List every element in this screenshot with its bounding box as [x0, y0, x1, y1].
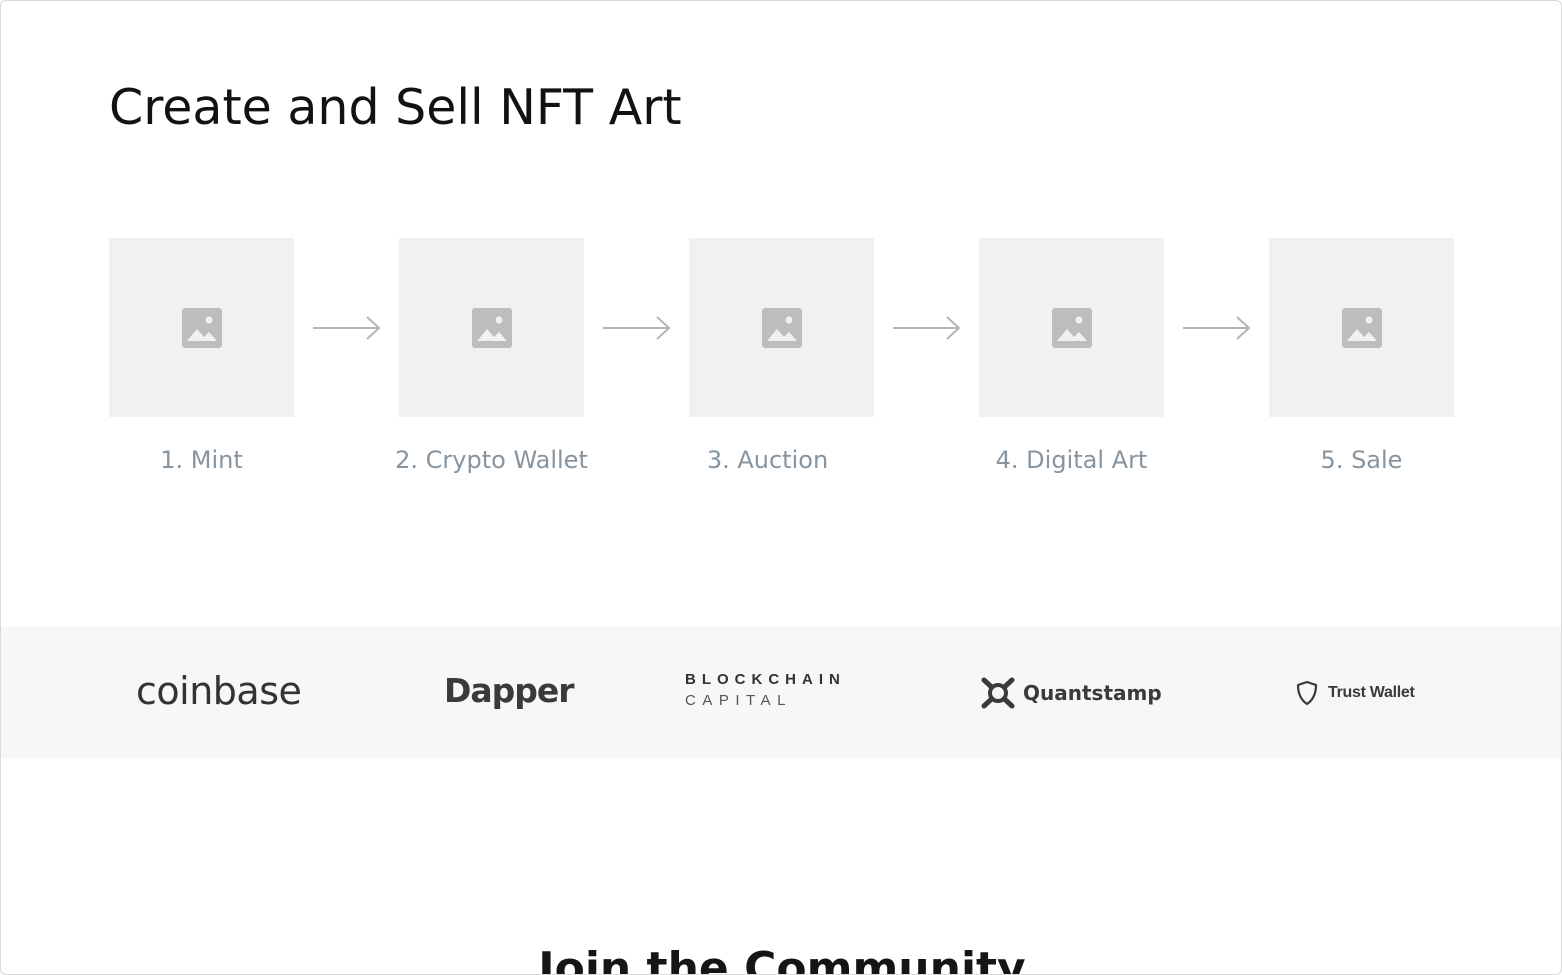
image-placeholder-icon — [471, 307, 512, 348]
step-thumbnail — [1269, 238, 1454, 417]
step-crypto-wallet: 2. Crypto Wallet — [395, 238, 588, 474]
step-digital-art: 4. Digital Art — [979, 238, 1164, 474]
image-placeholder-icon — [1051, 307, 1092, 348]
arrow-right-icon — [313, 316, 381, 340]
step-label: 5. Sale — [1320, 446, 1403, 474]
step-auction: 3. Auction — [689, 238, 874, 474]
community-section-title: Join the Community — [538, 943, 1026, 975]
process-steps: 1. Mint 2. Crypto Wallet — [1, 238, 1561, 498]
quantstamp-logo[interactable]: Quantstamp — [981, 677, 1162, 709]
step-label: 3. Auction — [706, 446, 829, 474]
step-thumbnail — [689, 238, 874, 417]
quantstamp-text: Quantstamp — [1023, 681, 1162, 705]
shield-icon — [1296, 680, 1318, 706]
arrow-right-icon — [893, 316, 961, 340]
image-placeholder-icon — [181, 307, 222, 348]
blockchain-capital-logo[interactable]: BLOCKCHAIN CAPITAL — [685, 671, 846, 709]
arrow-right-icon — [603, 316, 671, 340]
step-label: 2. Crypto Wallet — [395, 446, 588, 474]
blockchain-capital-line1: BLOCKCHAIN — [685, 671, 846, 688]
partner-logos-band — [1, 627, 1561, 758]
step-mint: 1. Mint — [109, 238, 294, 474]
blockchain-capital-line2: CAPITAL — [685, 692, 792, 709]
step-label: 4. Digital Art — [995, 446, 1148, 474]
quantstamp-mark-icon — [981, 677, 1015, 709]
step-thumbnail — [979, 238, 1164, 417]
image-placeholder-icon — [1341, 307, 1382, 348]
page-title: Create and Sell NFT Art — [109, 79, 682, 136]
trust-wallet-logo[interactable]: Trust Wallet — [1296, 680, 1415, 706]
step-thumbnail — [109, 238, 294, 417]
coinbase-logo[interactable]: coinbase — [136, 669, 302, 713]
step-label: 1. Mint — [160, 446, 243, 474]
image-placeholder-icon — [761, 307, 802, 348]
dapper-logo[interactable]: Dapper — [444, 671, 575, 710]
step-sale: 5. Sale — [1269, 238, 1454, 474]
trust-wallet-text: Trust Wallet — [1328, 684, 1415, 701]
arrow-right-icon — [1183, 316, 1251, 340]
step-thumbnail — [399, 238, 584, 417]
